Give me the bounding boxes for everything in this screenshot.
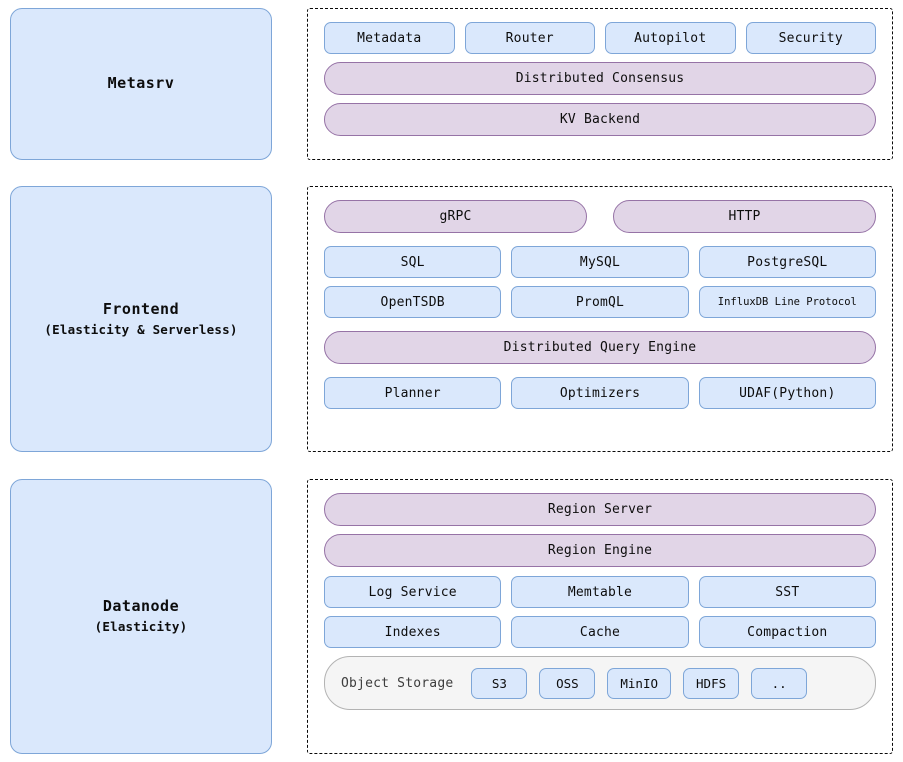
group-datanode: Region Server Region Engine Log Service … — [307, 479, 893, 754]
frontend-engine-parts-row: Planner Optimizers UDAF(Python) — [324, 377, 876, 409]
panel-frontend[interactable]: Frontend (Elasticity & Serverless) — [10, 186, 272, 452]
group-metasrv: Metadata Router Autopilot Security Distr… — [307, 8, 893, 160]
object-storage-container: Object Storage S3 OSS MinIO HDFS .. — [324, 656, 876, 710]
frontend-protocol-http[interactable]: HTTP — [613, 200, 876, 233]
metasrv-component-metadata[interactable]: Metadata — [324, 22, 455, 54]
panel-metasrv-title: Metasrv — [107, 74, 175, 93]
spacer — [324, 364, 876, 377]
frontend-engine-planner[interactable]: Planner — [324, 377, 502, 409]
panel-datanode-subtitle: (Elasticity) — [94, 619, 188, 634]
spacer — [324, 648, 876, 656]
frontend-interface-postgresql[interactable]: PostgreSQL — [698, 246, 876, 278]
datanode-component-indexes[interactable]: Indexes — [324, 616, 502, 648]
metasrv-component-security[interactable]: Security — [745, 22, 876, 54]
datanode-component-log-service[interactable]: Log Service — [324, 576, 502, 608]
panel-frontend-subtitle: (Elasticity & Serverless) — [44, 321, 238, 337]
spacer — [324, 318, 876, 331]
metasrv-layer-distributed-consensus[interactable]: Distributed Consensus — [324, 62, 876, 95]
frontend-distributed-query-engine[interactable]: Distributed Query Engine — [324, 331, 876, 364]
spacer — [324, 526, 876, 534]
frontend-interface-row-2: OpenTSDB PromQL InfluxDB Line Protocol — [324, 286, 876, 318]
frontend-protocol-grpc[interactable]: gRPC — [324, 200, 587, 233]
datanode-layer-region-engine[interactable]: Region Engine — [324, 534, 876, 567]
metasrv-component-autopilot[interactable]: Autopilot — [605, 22, 736, 54]
datanode-layer-region-server[interactable]: Region Server — [324, 493, 876, 526]
datanode-component-row-1: Log Service Memtable SST — [324, 576, 876, 608]
spacer — [324, 567, 876, 576]
panel-metasrv[interactable]: Metasrv — [10, 8, 272, 160]
panel-frontend-title: Frontend — [102, 299, 180, 318]
object-storage-backend-more[interactable]: .. — [751, 667, 808, 699]
datanode-component-cache[interactable]: Cache — [511, 616, 689, 648]
datanode-component-compaction[interactable]: Compaction — [698, 616, 876, 648]
metasrv-layer-kv-backend[interactable]: KV Backend — [324, 103, 876, 136]
frontend-protocol-row: gRPC HTTP — [324, 200, 876, 233]
datanode-component-row-2: Indexes Cache Compaction — [324, 616, 876, 648]
panel-datanode-title: Datanode — [102, 597, 180, 616]
frontend-interface-promql[interactable]: PromQL — [511, 286, 689, 318]
spacer — [324, 608, 876, 616]
spacer — [324, 278, 876, 286]
object-storage-backend-hdfs[interactable]: HDFS — [683, 667, 740, 699]
metasrv-component-router[interactable]: Router — [464, 22, 595, 54]
frontend-engine-udaf-python[interactable]: UDAF(Python) — [698, 377, 876, 409]
metasrv-component-row: Metadata Router Autopilot Security — [324, 22, 876, 54]
spacer — [324, 233, 876, 246]
datanode-component-sst[interactable]: SST — [698, 576, 876, 608]
object-storage-backend-minio[interactable]: MinIO — [607, 667, 672, 699]
frontend-engine-optimizers[interactable]: Optimizers — [511, 377, 689, 409]
frontend-interface-opentsdb[interactable]: OpenTSDB — [324, 286, 502, 318]
frontend-interface-row-1: SQL MySQL PostgreSQL — [324, 246, 876, 278]
datanode-component-memtable[interactable]: Memtable — [511, 576, 689, 608]
object-storage-backend-s3[interactable]: S3 — [471, 667, 528, 699]
panel-datanode[interactable]: Datanode (Elasticity) — [10, 479, 272, 754]
group-frontend: gRPC HTTP SQL MySQL PostgreSQL OpenTSDB … — [307, 186, 893, 452]
frontend-interface-sql[interactable]: SQL — [324, 246, 502, 278]
object-storage-backend-oss[interactable]: OSS — [539, 667, 596, 699]
frontend-interface-mysql[interactable]: MySQL — [511, 246, 689, 278]
frontend-interface-influxdb-line-protocol[interactable]: InfluxDB Line Protocol — [698, 286, 876, 318]
object-storage-label: Object Storage — [341, 675, 454, 691]
